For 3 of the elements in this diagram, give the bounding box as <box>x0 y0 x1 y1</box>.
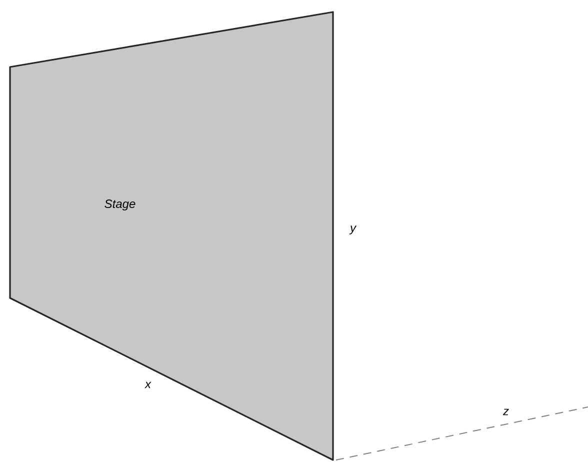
axis-label: y <box>349 226 357 234</box>
axis-label: z <box>502 408 509 416</box>
axis-label: x <box>144 382 152 388</box>
